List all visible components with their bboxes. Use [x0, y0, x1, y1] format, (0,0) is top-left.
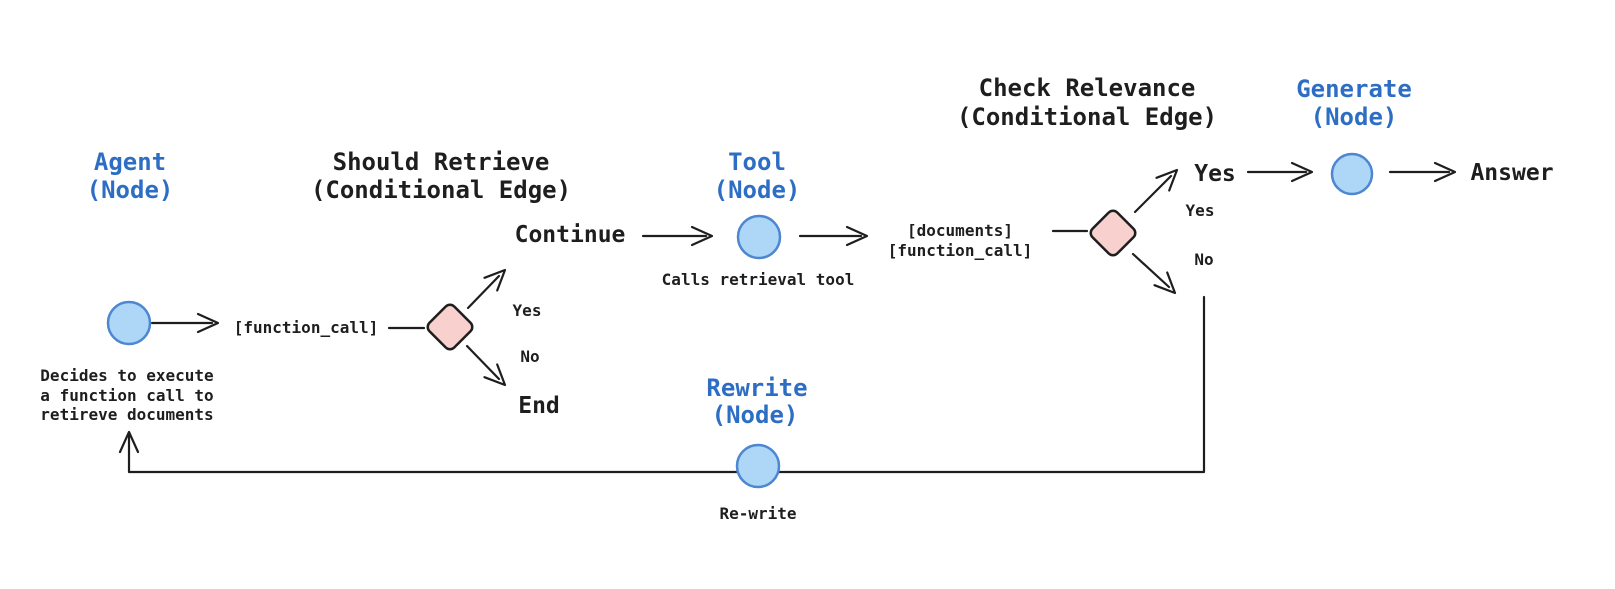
- tool-node-subtitle: (Node): [714, 176, 801, 204]
- agent-node-circle: [106, 300, 152, 346]
- check-relevance-no-label: No: [1194, 250, 1213, 269]
- check-relevance-title: Check Relevance: [979, 74, 1196, 102]
- dark-labels: Should Retrieve (Conditional Edge) Check…: [40, 74, 1553, 523]
- answer-label: Answer: [1470, 160, 1553, 186]
- should-retrieve-no-label: No: [520, 347, 539, 366]
- edge-check-relevance-no: [1131, 252, 1171, 289]
- arrowhead-up-right-icon: [1155, 168, 1179, 192]
- arrowhead-up-right-icon: [483, 268, 507, 292]
- check-relevance-diamond: [1089, 209, 1137, 257]
- arrowhead-right-icon: [1433, 161, 1457, 183]
- should-retrieve-subtitle: (Conditional Edge): [311, 176, 571, 204]
- loop-arrowhead-up-icon: [118, 430, 140, 454]
- agent-description-line: retireve documents: [40, 405, 213, 424]
- end-label: End: [518, 393, 560, 419]
- generate-node-subtitle: (Node): [1311, 103, 1398, 131]
- should-retrieve-diamond: [426, 303, 474, 351]
- rewrite-node-title: Rewrite: [706, 374, 807, 402]
- edge-check-relevance-yes: [1133, 174, 1173, 214]
- rewrite-node-circle: [735, 443, 781, 489]
- rewrite-loop-line: [127, 295, 1206, 474]
- yes-outcome-label: Yes: [1194, 161, 1236, 187]
- documents-label: [documents]: [907, 221, 1013, 240]
- rewrite-node-subtitle: (Node): [712, 401, 799, 429]
- arrowhead-right-icon: [845, 225, 869, 247]
- agent-node-title: Agent: [94, 148, 166, 176]
- should-retrieve-yes-label: Yes: [513, 301, 542, 320]
- tool-node-title: Tool: [728, 148, 786, 176]
- function-call-label: [function_call]: [234, 318, 379, 337]
- generate-node-title: Generate: [1296, 75, 1412, 103]
- should-retrieve-title: Should Retrieve: [333, 148, 550, 176]
- tool-node-caption: Calls retrieval tool: [662, 270, 855, 289]
- arrowhead-down-right-icon: [1153, 271, 1177, 295]
- arrowhead-right-icon: [690, 225, 714, 247]
- rewrite-node-caption: Re-write: [719, 504, 796, 523]
- edge-should-retrieve-no: [465, 344, 501, 381]
- documents-function-call-label: [function_call]: [888, 241, 1033, 260]
- arrowhead-right-icon: [1290, 161, 1314, 183]
- continue-label: Continue: [515, 222, 626, 248]
- check-relevance-yes-label: Yes: [1186, 201, 1215, 220]
- agent-description-line: Decides to execute: [40, 366, 213, 385]
- agent-node-subtitle: (Node): [87, 176, 174, 204]
- tool-node-circle: [736, 214, 782, 260]
- edge-should-retrieve-yes: [466, 274, 501, 310]
- agent-description-line: a function call to: [40, 386, 213, 405]
- blue-headings: Agent (Node) Tool (Node) Generate (Node)…: [87, 75, 1412, 429]
- generate-node-circle: [1330, 152, 1374, 196]
- arrowhead-down-right-icon: [483, 363, 507, 387]
- arrowhead-right-icon: [196, 312, 220, 334]
- edges-group: [118, 161, 1457, 474]
- check-relevance-subtitle: (Conditional Edge): [957, 103, 1217, 131]
